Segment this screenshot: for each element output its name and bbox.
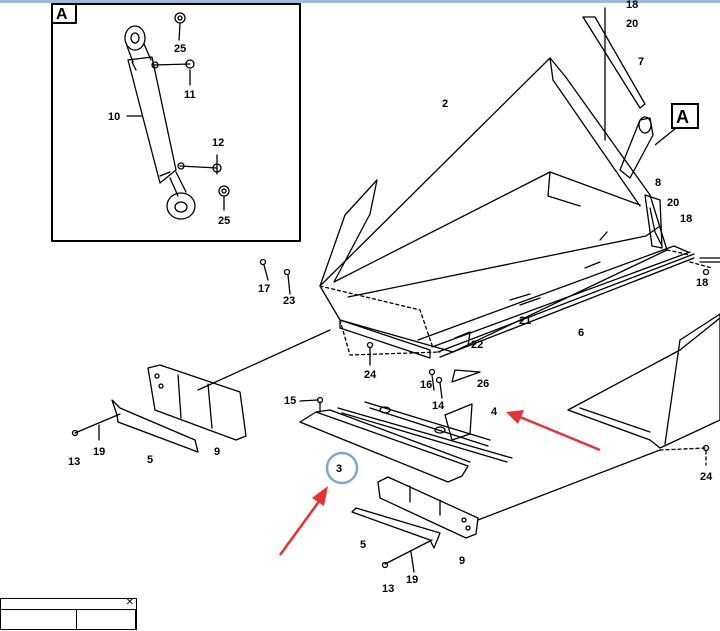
leader-line xyxy=(197,329,331,391)
bolt-18-right xyxy=(702,268,710,276)
callout: 2 xyxy=(442,98,448,110)
window-row xyxy=(1,609,136,630)
hidden-line xyxy=(666,249,713,269)
callout: 18 xyxy=(626,0,638,11)
lug-8 xyxy=(619,117,654,179)
callout: 20 xyxy=(626,18,638,30)
hidden-line xyxy=(339,319,441,356)
callout: 19 xyxy=(93,446,105,458)
plate-9-left xyxy=(147,364,247,441)
plate-3 xyxy=(299,409,471,483)
arrow-to-part-4 xyxy=(519,415,601,452)
bucket-hardware xyxy=(259,258,601,399)
arrow-to-part-3 xyxy=(278,499,322,556)
strip-5-left xyxy=(111,399,199,453)
callout: 4 xyxy=(491,406,498,418)
arrow-head xyxy=(506,410,524,424)
callout: 9 xyxy=(459,555,465,567)
inset-hardware xyxy=(126,12,230,211)
callout: 5 xyxy=(147,454,153,466)
callout: 9 xyxy=(214,446,220,458)
window-cell xyxy=(1,610,77,630)
callout: 19 xyxy=(406,574,418,586)
hydraulic-cylinder xyxy=(124,25,196,220)
lug-plate xyxy=(644,194,663,249)
callout: 18 xyxy=(696,277,708,289)
callout-highlighted: 3 xyxy=(336,463,342,475)
partial-bucket xyxy=(567,313,720,449)
bolt-leader xyxy=(384,539,433,573)
rod-6 xyxy=(437,253,695,358)
hidden-line xyxy=(319,285,433,346)
hidden-line xyxy=(659,447,707,466)
inset-label: A xyxy=(56,6,68,23)
highlight-circle xyxy=(325,451,359,485)
callout: 14 xyxy=(432,400,445,412)
bolt-13-lower xyxy=(381,561,389,569)
callout: 5 xyxy=(360,539,366,551)
view-label: A xyxy=(676,107,689,127)
view-a-box xyxy=(671,103,699,129)
callout: 23 xyxy=(283,295,295,307)
window-top-edge xyxy=(0,0,720,3)
callout: 22 xyxy=(471,339,483,351)
callout: 16 xyxy=(420,379,432,391)
minimized-window[interactable]: ✕ xyxy=(0,597,137,630)
lug-eye xyxy=(638,116,652,134)
callout: 20 xyxy=(667,197,679,209)
callout: 7 xyxy=(638,56,644,68)
callout: 13 xyxy=(382,583,394,595)
callout: 24 xyxy=(700,471,713,483)
callout: 13 xyxy=(68,456,80,468)
bracket-4 xyxy=(444,403,473,441)
bolt-13-left xyxy=(71,429,79,437)
callout: 15 xyxy=(284,395,296,407)
bolt-leader xyxy=(74,413,121,441)
rod-end xyxy=(699,257,720,263)
bracket-7 xyxy=(582,16,646,109)
inset-frame xyxy=(51,3,301,242)
callout: 12 xyxy=(212,137,224,149)
callout: 26 xyxy=(477,378,489,390)
callout: 6 xyxy=(578,327,584,339)
cutting-edge-rods xyxy=(337,401,513,463)
callout: 25 xyxy=(218,215,230,227)
callout: 24 xyxy=(364,369,377,381)
callout: 25 xyxy=(174,43,186,55)
callout: 17 xyxy=(258,283,270,295)
red-arrows xyxy=(278,410,601,556)
callout: 11 xyxy=(184,89,196,101)
callout: 8 xyxy=(655,177,661,189)
inset-label-box xyxy=(51,3,77,24)
strip-5-lower xyxy=(351,507,441,549)
close-icon[interactable]: ✕ xyxy=(125,597,134,608)
view-a-leader xyxy=(654,127,677,146)
bucket-body xyxy=(319,57,691,359)
leader-line xyxy=(477,449,661,521)
arrow-head xyxy=(312,486,328,506)
bolt-leader xyxy=(299,399,321,413)
callout: 10 xyxy=(108,111,120,123)
callout: 21 xyxy=(519,315,531,327)
callout: 18 xyxy=(680,213,692,225)
plate-9-lower xyxy=(377,476,479,539)
window-cell xyxy=(77,610,136,630)
